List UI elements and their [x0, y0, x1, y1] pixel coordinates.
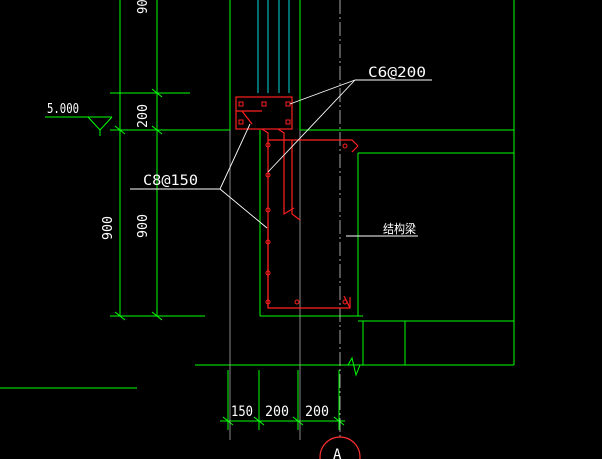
dim-lower-900-outer: 900 — [101, 216, 116, 240]
beam-label: 结构梁 — [383, 221, 416, 236]
rebar-top-label: C6@200 — [368, 65, 426, 81]
axis-bubble-label: A — [333, 447, 342, 459]
column-lines — [229, 0, 361, 440]
leader-lines — [130, 79, 432, 237]
rebar-side-label: C8@150 — [143, 173, 198, 189]
dim-bottom-150: 150 — [231, 404, 253, 420]
dim-lower-900-inner: 900 — [136, 214, 151, 238]
elevation-label: 5.000 — [47, 102, 79, 117]
dim-upper-200: 200 — [136, 104, 151, 128]
structure-outlines — [0, 0, 515, 430]
dim-bottom-200-a: 200 — [265, 404, 289, 420]
axis-bubble: A — [319, 436, 361, 459]
dim-bottom-200-b: 200 — [305, 404, 329, 420]
dim-top-partial: 900 — [136, 0, 151, 14]
